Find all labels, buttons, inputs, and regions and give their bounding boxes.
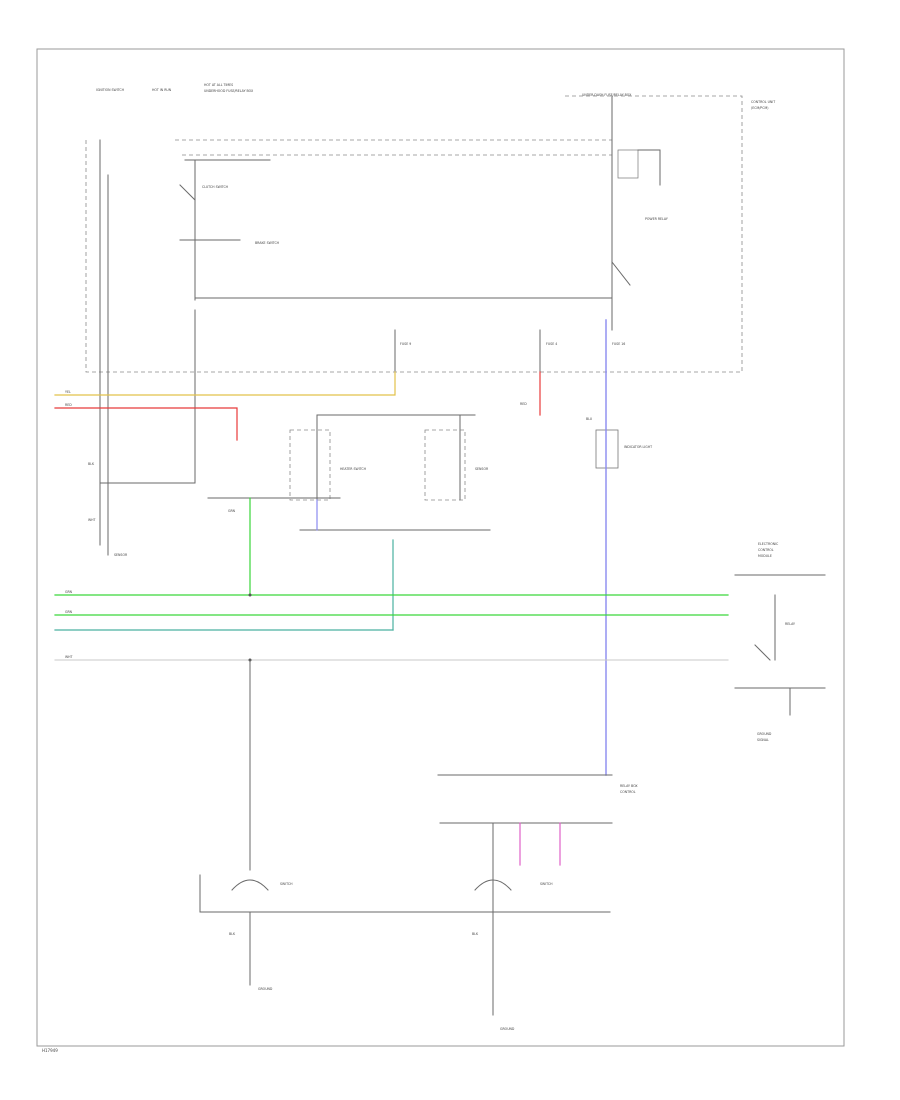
label-bottom-mid-1: RELAY BOX [620, 784, 638, 788]
label-right-block-2: CONTROL [758, 548, 774, 552]
label-hot-all: HOT AT ALL TIMES [204, 83, 233, 87]
label-bus-4: WHT [65, 655, 73, 659]
label-red-left: RED [65, 403, 72, 407]
right-block-switch [754, 644, 771, 661]
junction-1 [248, 593, 252, 597]
footer-code: H17949 [42, 1048, 58, 1053]
label-bottom-right-1: GROUND [757, 732, 772, 736]
label-yel: YEL [65, 390, 71, 394]
label-sensor-left: SENSOR [114, 553, 128, 557]
relay-switch-arm [611, 261, 631, 286]
label-indicator: INDICATOR LIGHT [624, 445, 652, 449]
label-ignition: IGNITION SWITCH [96, 88, 125, 92]
label-grn: GRN [228, 509, 236, 513]
label-sensor-1: HEATER SWITCH [340, 467, 367, 471]
label-bus-2: GRN [65, 610, 73, 614]
bottom-switch-arc-1 [231, 879, 269, 891]
label-blk-left: BLK [88, 462, 95, 466]
label-ground-1: GROUND [258, 987, 273, 991]
label-clutch-sw: CLUTCH SWITCH [202, 185, 229, 189]
label-controller-2: (ECM/PCM) [751, 106, 768, 110]
label-blk-bottom-2: BLK [472, 932, 479, 936]
wire-red-left [54, 407, 238, 441]
ecm-inner-box [175, 139, 612, 156]
label-right-block-1: ELECTRONIC [758, 542, 779, 546]
label-fuse-a: FUSE 9 [400, 342, 411, 346]
indicator-light [595, 429, 619, 469]
label-relay-box: RELAY [785, 622, 795, 626]
label-bottom-right-2: SIGNAL [757, 738, 769, 742]
label-bottom-sw-2: SWITCH [540, 882, 553, 886]
label-hot-run: HOT IN RUN [152, 88, 172, 92]
label-fuse-c: FUSE 16 [612, 342, 625, 346]
label-right-block-3: MODULE [758, 554, 772, 558]
label-fuse-b: FUSE 4 [546, 342, 557, 346]
relay-coil [617, 149, 639, 179]
label-blu: BLU [586, 417, 593, 421]
label-brake-sw: BRAKE SWITCH [255, 241, 280, 245]
module-box-dashed [85, 95, 743, 373]
label-wht-left: WHT [88, 518, 96, 522]
label-underhood: UNDERHOOD FUSE/RELAY BOX [204, 89, 254, 93]
switch-contact-1 [179, 184, 196, 201]
sensor-box-1 [289, 429, 331, 501]
label-underdash: UNDER-DASH FUSE/RELAY BOX [582, 93, 632, 97]
label-ground-2: GROUND [500, 1027, 515, 1031]
label-power-relay: POWER RELAY [645, 217, 668, 221]
label-bus-1: GRN [65, 590, 73, 594]
sensor-box-2 [424, 429, 466, 501]
label-bottom-mid-2: CONTROL [620, 790, 636, 794]
label-blk-bottom-1: BLK [229, 932, 236, 936]
label-sensor-2: SENSOR [475, 467, 489, 471]
diagram-frame [36, 48, 845, 1047]
bottom-switch-arc-2 [474, 879, 512, 891]
label-red-right: RED [520, 402, 527, 406]
wire-yellow [54, 371, 396, 396]
label-controller-1: CONTROL UNIT [751, 100, 775, 104]
label-bottom-sw-1: SWITCH [280, 882, 293, 886]
